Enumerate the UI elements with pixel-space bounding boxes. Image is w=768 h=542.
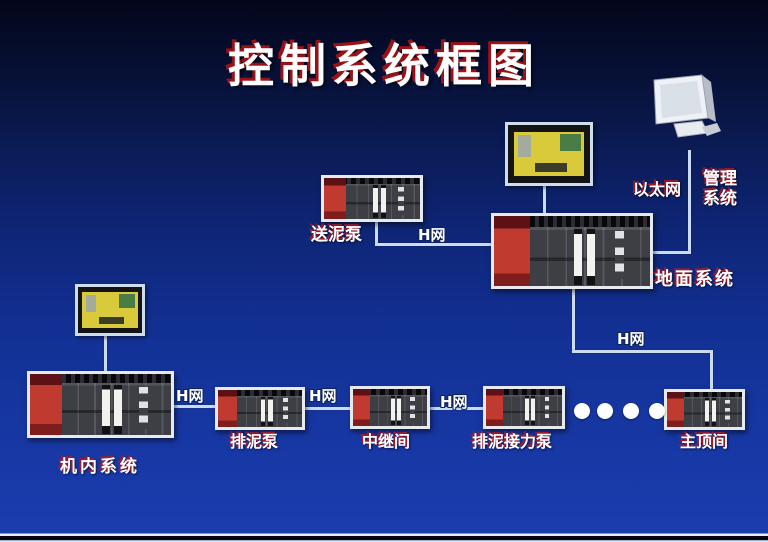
hmi-graphic-block — [85, 294, 96, 313]
plc-top-rail — [30, 374, 171, 384]
plc-slot-cover — [531, 395, 536, 426]
plc-chassis — [30, 374, 171, 435]
plc-led-column — [725, 399, 730, 424]
plc-slot-cover — [101, 384, 110, 434]
plc-chassis — [667, 392, 742, 427]
hmi-graphic-block — [560, 134, 582, 152]
plc-slot-cover — [397, 395, 402, 426]
plc-slot-cover — [113, 384, 122, 434]
connector-hmi-to-onboard — [104, 333, 107, 372]
hmi-graphic-block — [517, 135, 531, 157]
label-management-system: 管理系统 — [703, 169, 737, 209]
connector-ground-down-vertical — [572, 289, 575, 353]
plc-slot-cover — [267, 396, 273, 427]
plc-relay-station — [350, 386, 430, 429]
monitor-svg — [653, 74, 721, 138]
label-ethernet: 以太网 — [633, 180, 682, 199]
label-main-jacking-station: 主顶间 — [680, 432, 729, 451]
plc-power-module — [494, 216, 530, 286]
plc-power-module — [30, 374, 63, 435]
computer-monitor-icon — [644, 72, 724, 156]
ellipsis-dot — [649, 403, 665, 419]
plc-chassis — [494, 216, 650, 286]
plc-power-module — [667, 392, 685, 427]
ellipsis-dot — [597, 403, 613, 419]
hmi-screen — [513, 131, 585, 177]
label-hnet-onboard: H网 — [176, 387, 204, 405]
plc-led-column — [544, 397, 550, 423]
label-relay-station: 中继间 — [362, 432, 411, 451]
plc-mud-discharge-pump — [215, 387, 305, 430]
label-hnet-feedpump: H网 — [418, 226, 446, 244]
plc-top-rail — [667, 392, 742, 398]
plc-onboard-system — [27, 371, 174, 438]
plc-led-column — [410, 397, 415, 423]
plc-top-rail — [353, 389, 427, 395]
hmi-graphic-block — [98, 317, 124, 325]
hmi-bezel — [508, 125, 590, 183]
plc-mud-relay-pump — [483, 386, 565, 429]
ellipsis-dot — [623, 403, 639, 419]
plc-main-jacking-station — [664, 389, 745, 430]
connector-discharge-relay — [304, 407, 351, 410]
hmi-display-ground — [505, 122, 593, 186]
plc-led-column — [398, 187, 405, 215]
plc-chassis — [324, 178, 420, 219]
hmi-screen — [82, 292, 138, 328]
slide-title: 控制系统框图 — [228, 39, 540, 93]
plc-top-rail — [486, 389, 562, 395]
connector-ethernet-horizontal — [652, 251, 691, 254]
plc-slot-cover — [711, 398, 716, 427]
plc-slot-cover — [586, 228, 596, 285]
plc-chassis — [353, 389, 427, 426]
connector-ethernet-vertical — [688, 150, 691, 253]
plc-slot-cover — [524, 395, 529, 426]
plc-slot-cover — [381, 185, 387, 219]
label-ground-system: 地面系统 — [655, 269, 735, 290]
label-mud-feed-pump: 送泥泵 — [311, 225, 362, 245]
plc-power-module — [353, 389, 371, 426]
connector-onboard-discharge — [172, 405, 217, 408]
connector-jacking-vertical — [710, 350, 713, 391]
label-hnet-relay: H网 — [440, 393, 468, 411]
hmi-graphic-block — [534, 163, 567, 172]
plc-led-column — [139, 387, 148, 429]
connector-feedpump-vertical — [375, 219, 378, 246]
connector-feedpump-horizontal — [375, 243, 495, 246]
plc-top-rail — [324, 178, 420, 185]
plc-slot-cover — [573, 228, 583, 285]
plc-power-module — [218, 390, 238, 427]
connector-ground-down-horizontal — [572, 350, 713, 353]
hmi-graphic-block — [118, 294, 136, 308]
slide-bottom-border — [0, 533, 768, 542]
plc-top-rail — [494, 216, 650, 227]
label-onboard-system: 机内系统 — [60, 457, 140, 477]
hmi-display-onboard — [75, 284, 145, 336]
label-mud-relay-pump: 排泥接力泵 — [472, 432, 553, 451]
plc-slot-cover — [390, 395, 395, 426]
hmi-bezel — [78, 287, 142, 333]
connector-hmi-to-ground — [543, 183, 546, 216]
plc-ground-system — [491, 213, 653, 289]
plc-slot-cover — [372, 185, 379, 219]
plc-led-column — [614, 231, 625, 279]
plc-mud-feed-pump — [321, 175, 423, 222]
plc-power-module — [486, 389, 504, 426]
plc-top-rail — [218, 390, 302, 396]
plc-chassis — [486, 389, 562, 426]
label-hnet-mainline: H网 — [617, 330, 645, 348]
plc-led-column — [283, 398, 289, 424]
label-hnet-discharge: H网 — [309, 387, 337, 405]
ellipsis-dot — [574, 403, 590, 419]
plc-chassis — [218, 390, 302, 427]
plc-slot-cover — [260, 396, 266, 427]
plc-slot-cover — [705, 398, 710, 427]
plc-power-module — [324, 178, 347, 219]
label-mud-discharge-pump: 排泥泵 — [230, 432, 279, 451]
connector-relay-relaypump — [429, 407, 484, 410]
